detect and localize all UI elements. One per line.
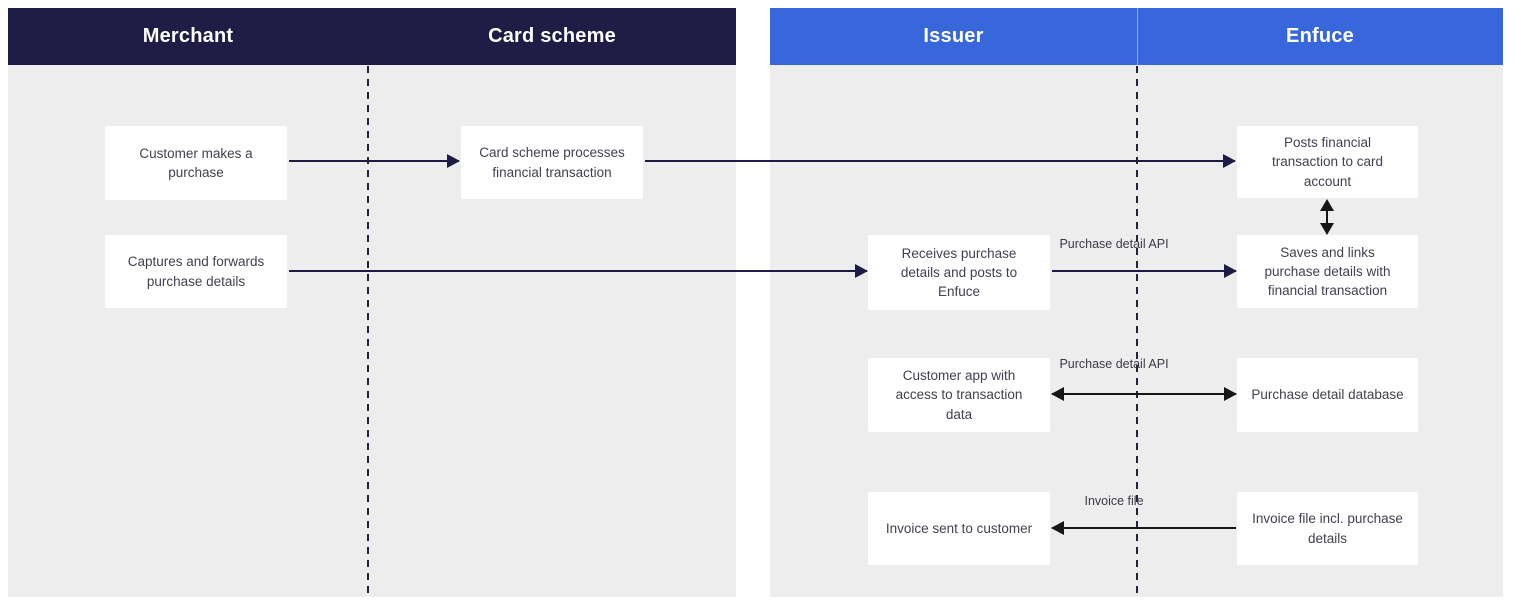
edge-captures-to-receives: [289, 264, 868, 278]
edge-label-purchase-detail-api-row2: Purchase detail API: [1059, 237, 1169, 251]
issuer-enfuce-header-bar: Issuer Enfuce: [770, 8, 1503, 65]
lane-title-enfuce: Enfuce: [1286, 25, 1354, 47]
edge-card-scheme-to-posts-transaction: [645, 154, 1236, 168]
edge-invoice-file-to-invoice-sent: [1051, 521, 1236, 535]
merchant-cardscheme-divider-dashed-line: [367, 66, 369, 597]
lane-title-card-scheme: Card scheme: [488, 25, 616, 47]
node-purchase-detail-database: Purchase detail database: [1237, 358, 1418, 432]
node-captures-forwards-purchase-details: Captures and forwards purchase details: [105, 235, 287, 308]
edge-label-purchase-detail-api-row3: Purchase detail API: [1059, 357, 1169, 371]
node-card-scheme-processes-transaction: Card scheme processes financial transact…: [461, 126, 643, 199]
merchant-cardscheme-header-bar: Merchant Card scheme: [8, 8, 736, 65]
node-saves-links-purchase-details: Saves and links purchase details with fi…: [1237, 235, 1418, 308]
edge-customer-purchase-to-card-scheme: [289, 154, 460, 168]
edge-customer-app-database-bidirectional: [1051, 387, 1237, 401]
node-posts-financial-transaction: Posts financial transaction to card acco…: [1237, 126, 1418, 198]
node-receives-purchase-details: Receives purchase details and posts to E…: [868, 235, 1050, 310]
lane-title-merchant: Merchant: [142, 25, 234, 47]
lane-title-issuer: Issuer: [923, 25, 984, 47]
edge-receives-to-saves-links: [1052, 264, 1237, 278]
edge-posts-transaction-saves-links-bidirectional: [1320, 199, 1334, 235]
node-customer-makes-purchase: Customer makes a purchase: [105, 126, 287, 200]
header-divider: [1137, 8, 1138, 65]
issuer-enfuce-divider-dashed-line: [1136, 66, 1138, 597]
node-customer-app-transaction-data: Customer app with access to transaction …: [868, 358, 1050, 432]
node-invoice-sent-to-customer: Invoice sent to customer: [868, 492, 1050, 565]
edge-label-invoice-file: Invoice file: [1084, 494, 1144, 508]
node-invoice-file-incl-purchase-details: Invoice file incl. purchase details: [1237, 492, 1418, 565]
